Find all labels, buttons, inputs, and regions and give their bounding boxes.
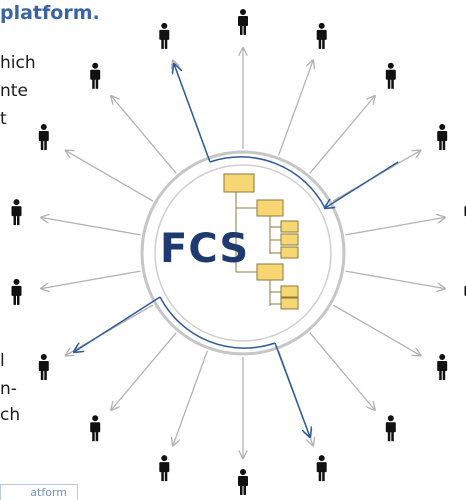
person-icon bbox=[12, 199, 22, 225]
spoke-arrow bbox=[279, 60, 314, 155]
person-icon bbox=[238, 9, 248, 35]
flow-arrow-out-left bbox=[74, 297, 160, 352]
person-icon bbox=[90, 415, 100, 441]
flow-arrow-out-top bbox=[174, 64, 210, 162]
spoke-arrow bbox=[41, 271, 141, 289]
person-icon bbox=[159, 455, 169, 481]
spoke-arrow bbox=[111, 333, 176, 410]
person-icon bbox=[437, 124, 447, 150]
person-icon bbox=[238, 469, 248, 495]
person-icon bbox=[12, 279, 22, 305]
person-icon bbox=[39, 124, 49, 150]
spoke-arrow bbox=[310, 96, 375, 173]
spoke-arrow bbox=[333, 305, 420, 356]
platform-tab[interactable]: atform bbox=[0, 484, 78, 500]
spoke-arrow bbox=[66, 151, 153, 202]
person-icon bbox=[386, 63, 396, 89]
spoke-arrow bbox=[111, 96, 176, 173]
person-icon bbox=[437, 354, 447, 380]
person-icon bbox=[90, 63, 100, 89]
spoke-arrow bbox=[173, 351, 208, 446]
person-icon bbox=[159, 23, 169, 49]
person-icon bbox=[317, 455, 327, 481]
spoke-arrow bbox=[41, 217, 141, 235]
person-icon bbox=[386, 415, 396, 441]
spoke-arrow bbox=[310, 333, 375, 410]
flow-arrow-in-right bbox=[325, 162, 398, 208]
person-icon bbox=[39, 354, 49, 380]
fcs-center-label: FCS bbox=[160, 226, 249, 272]
spoke-arrow bbox=[345, 271, 445, 289]
spoke-arrow bbox=[345, 217, 445, 235]
flow-arrow-out-bottom bbox=[275, 343, 310, 437]
person-icon bbox=[317, 23, 327, 49]
